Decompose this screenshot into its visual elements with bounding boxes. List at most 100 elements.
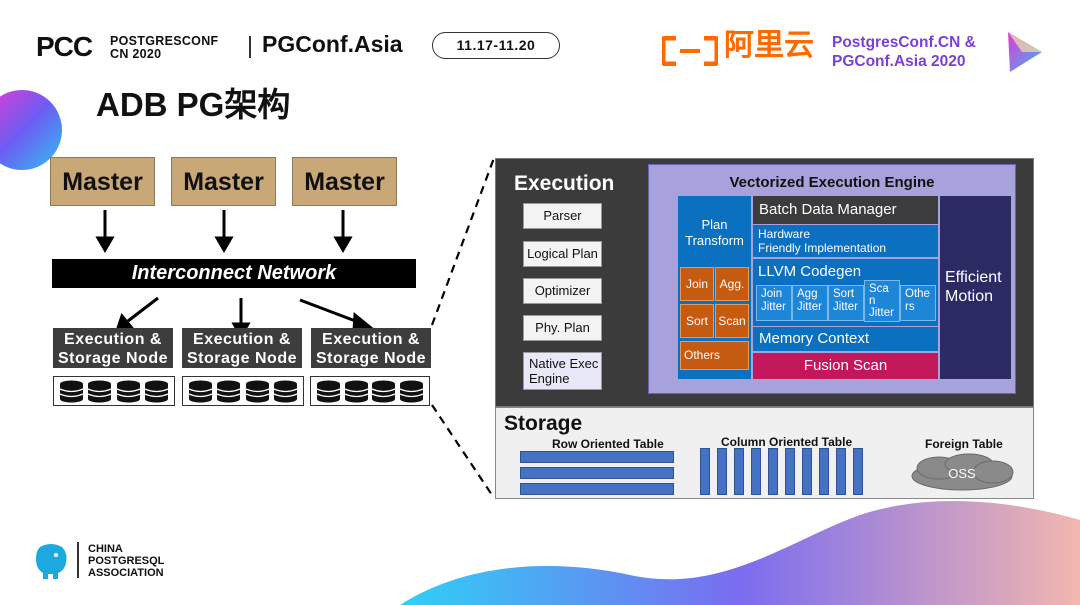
footer-association: CHINA POSTGRESQL ASSOCIATION — [88, 543, 164, 579]
aliyun-bracket-icon — [662, 36, 718, 66]
jitter-agg-l2: Jitter — [797, 301, 822, 313]
disk-group-1 — [53, 376, 175, 406]
native-line1: Native Exec — [529, 356, 599, 371]
op-agg: Agg. — [715, 267, 749, 301]
database-icon — [344, 380, 368, 402]
node-3-line1: Execution & — [322, 331, 420, 348]
column-bar — [717, 448, 727, 495]
node-2-line1: Execution & — [193, 331, 291, 348]
stage-optimizer: Optimizer — [523, 278, 602, 304]
aliyun-text: 阿里云 — [724, 29, 814, 62]
column-bar — [819, 448, 829, 495]
jitter-join-l2: Jitter — [761, 301, 786, 313]
memory-context: Memory Context — [753, 327, 938, 351]
pcc-logo: PCC — [36, 31, 93, 62]
column-bar — [751, 448, 761, 495]
stage-parser: Parser — [523, 203, 602, 229]
vee-label: Vectorized Execution Engine — [729, 174, 935, 191]
jitter-join-l1: Join — [761, 288, 783, 300]
jitter-sort-l2: Jitter — [833, 301, 858, 313]
node-3-line2: Storage Node — [315, 350, 426, 367]
column-bar — [836, 448, 846, 495]
interconnect-network: Interconnect Network — [52, 259, 416, 288]
hw-line1: Hardware — [758, 227, 811, 241]
disk-group-3 — [310, 376, 430, 406]
fusion-scan: Fusion Scan — [753, 353, 938, 379]
database-icon — [116, 380, 140, 402]
slide-title: ADB PG架构 — [96, 86, 291, 123]
native-line2: Engine — [529, 371, 570, 386]
row-bar — [520, 451, 674, 463]
footer-line1: CHINA — [88, 543, 123, 555]
pcc-subtitle: POSTGRESCONF CN 2020 — [110, 35, 218, 61]
column-table-label: Column Oriented Table — [721, 435, 853, 449]
pgconf-asia-logo: PGConf.Asia — [262, 31, 403, 57]
date-badge: 11.17-11.20 — [432, 32, 560, 59]
node-2-line2: Storage Node — [186, 350, 297, 367]
jitter-agg-l1: Agg — [797, 288, 818, 300]
pcc-line2: CN 2020 — [110, 47, 162, 61]
cloud-icon — [911, 453, 1014, 491]
jitter-scan-l1: Sca — [869, 283, 889, 295]
row-bar — [520, 467, 674, 479]
op-others: Others — [680, 341, 749, 370]
database-icon — [245, 380, 269, 402]
foreign-table-label: Foreign Table — [925, 437, 1003, 451]
database-icon — [399, 380, 424, 402]
eff-line1: Efficient — [945, 269, 1002, 286]
node-box-3: Execution & Storage Node — [311, 328, 431, 368]
master-box-3: Master — [292, 157, 397, 206]
node-box-1: Execution & Storage Node — [53, 328, 173, 368]
batch-data-manager: Batch Data Manager — [753, 196, 938, 224]
row-bar — [520, 483, 674, 495]
op-scan: Scan — [715, 304, 749, 338]
database-icon — [372, 380, 396, 402]
stage-phy-plan: Phy. Plan — [523, 315, 602, 341]
master-box-1: Master — [50, 157, 155, 206]
conference-line2: PGConf.Asia 2020 — [832, 53, 966, 70]
plan-transform-label: Plan Transform — [678, 217, 751, 249]
jitter-sort-l1: Sort — [833, 288, 855, 300]
jitter-others-l1: Othe — [905, 288, 930, 300]
jitter-others: Othe rs — [900, 285, 936, 321]
column-bar — [802, 448, 812, 495]
footer-line3: ASSOCIATION — [88, 567, 164, 579]
hw-line2: Friendly Implementation — [758, 241, 887, 255]
stage-native-exec-engine: Native Exec Engine — [523, 352, 602, 390]
elephant-logo-icon — [36, 544, 67, 579]
database-icon — [188, 380, 213, 402]
oss-label: OSS — [948, 466, 976, 481]
database-icon — [88, 380, 112, 402]
column-bar — [853, 448, 863, 495]
node-box-2: Execution & Storage Node — [182, 328, 302, 368]
stage-logical-plan: Logical Plan — [523, 241, 602, 267]
column-bar — [734, 448, 744, 495]
jitter-agg: Agg Jitter — [792, 285, 828, 321]
conference-line1: PostgresConf.CN & — [832, 34, 976, 51]
column-bar — [700, 448, 710, 495]
header-divider — [249, 36, 251, 58]
master-box-2: Master — [171, 157, 276, 206]
jitter-others-l2: rs — [905, 301, 915, 313]
database-icon — [59, 380, 84, 402]
disk-group-2 — [182, 376, 304, 406]
node-1-line1: Execution & — [64, 331, 162, 348]
plan-line1: Plan — [701, 217, 728, 232]
execution-label: Execution — [514, 172, 615, 195]
jitter-scan-l2: n — [869, 295, 876, 307]
database-icon — [144, 380, 169, 402]
column-bar — [785, 448, 795, 495]
conference-name: PostgresConf.CN & PGConf.Asia 2020 — [832, 33, 976, 71]
op-sort: Sort — [680, 304, 714, 338]
eff-line2: Motion — [945, 288, 994, 305]
jitter-sort: Sort Jitter — [828, 285, 864, 321]
database-icon — [316, 380, 341, 402]
row-table-label: Row Oriented Table — [552, 437, 664, 451]
database-icon — [273, 380, 298, 402]
jitter-join: Join Jitter — [756, 285, 792, 321]
footer-divider — [77, 542, 79, 578]
efficient-motion: Efficient Motion — [940, 196, 1011, 379]
storage-label: Storage — [504, 412, 583, 435]
hardware-friendly: Hardware Friendly Implementation — [753, 225, 938, 257]
jitter-scan-l3: Jitter — [869, 307, 894, 319]
